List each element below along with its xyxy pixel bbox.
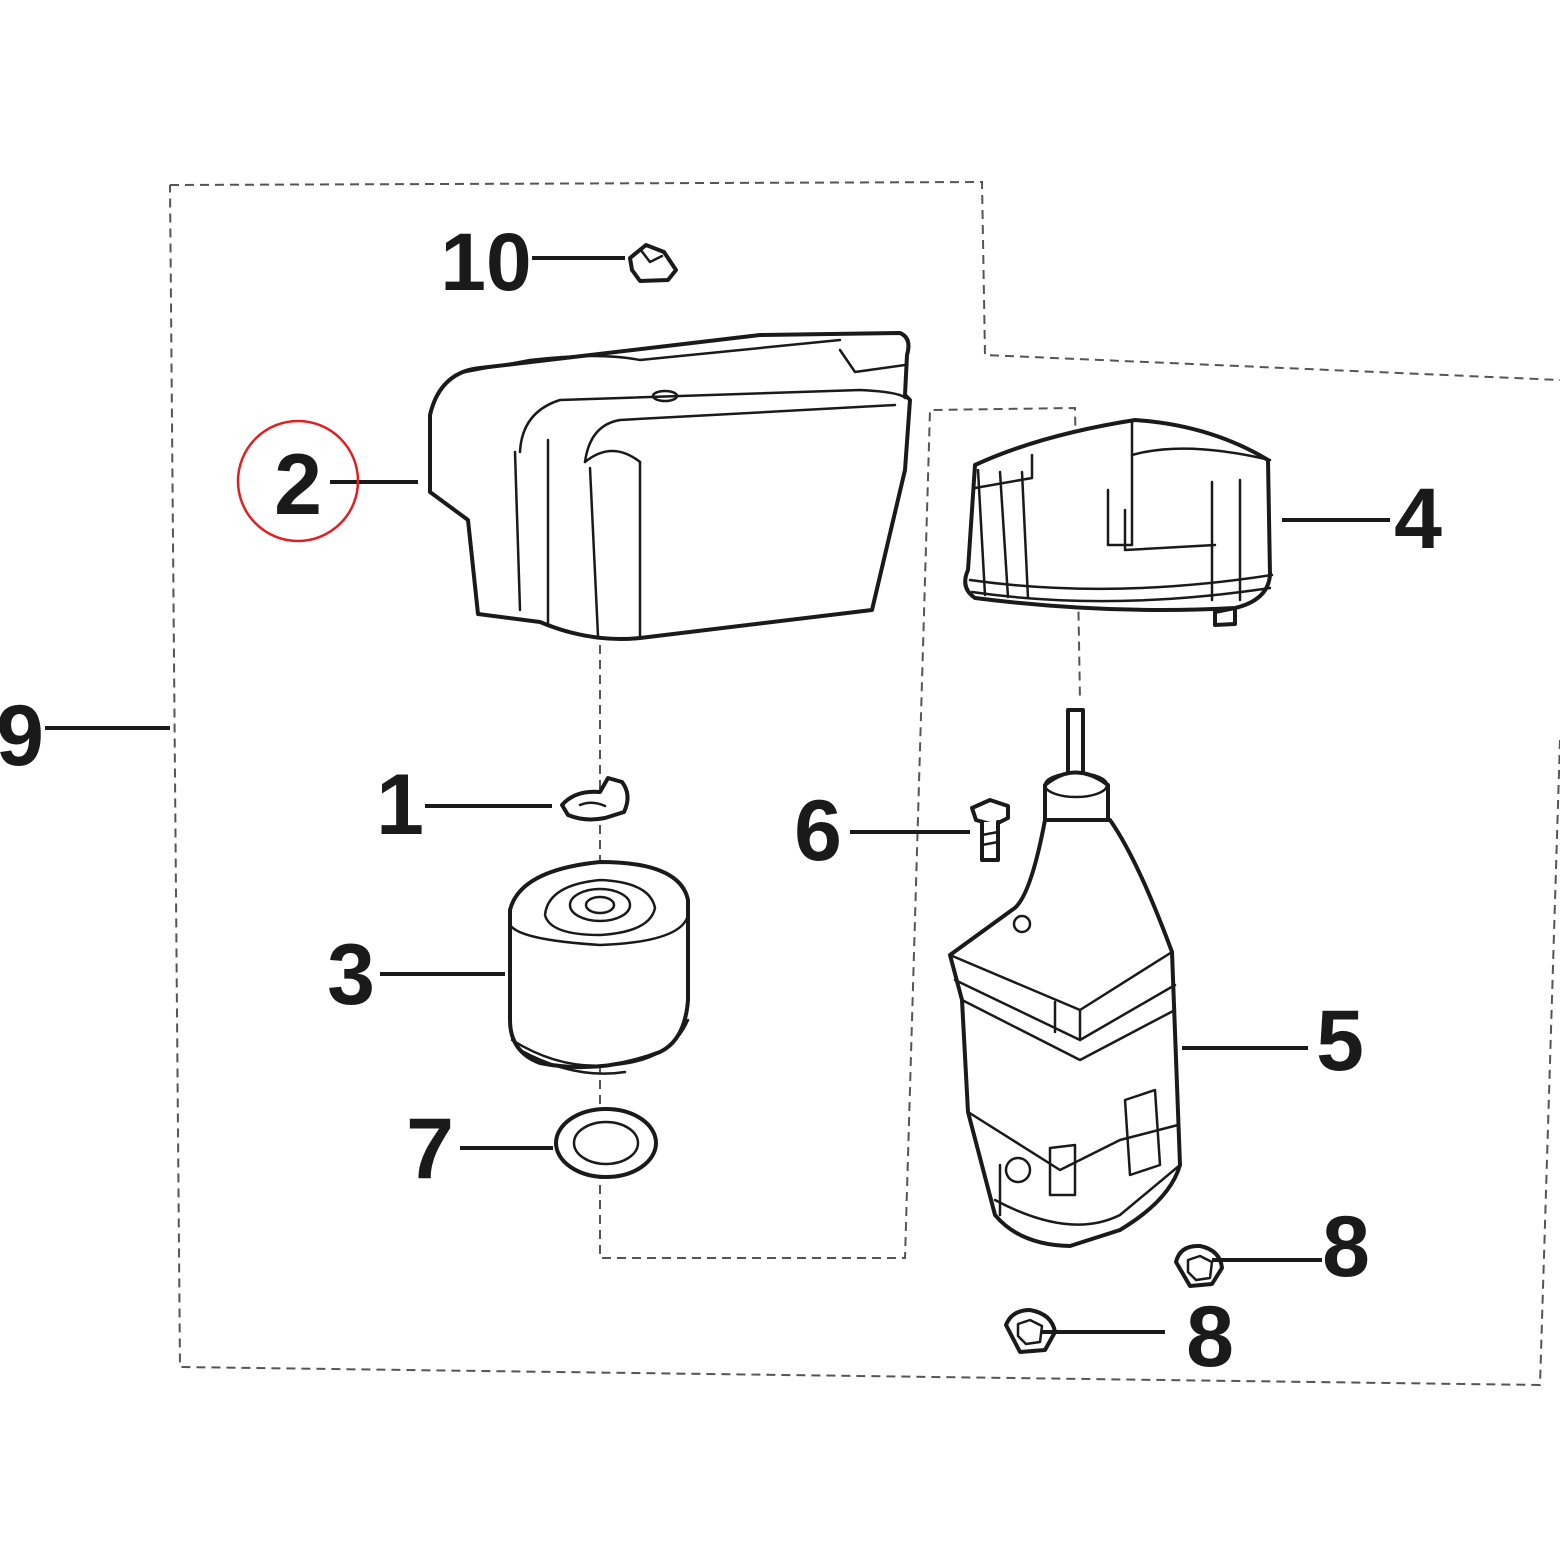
part-10-clip <box>628 243 678 283</box>
callout-10: 10 <box>440 217 531 308</box>
callout-9: 9 <box>0 688 44 784</box>
callout-6: 6 <box>794 783 842 879</box>
part-2-air-cleaner-cover <box>428 331 912 641</box>
callout-5: 5 <box>1316 993 1364 1089</box>
part-8-nut-upper <box>1174 1243 1224 1288</box>
part-7-gasket <box>554 1107 658 1179</box>
callout-4: 4 <box>1394 471 1442 567</box>
highlight-circle <box>236 419 360 543</box>
callout-2: 2 <box>274 437 322 533</box>
callout-1: 1 <box>376 757 424 853</box>
part-4-filter-holder <box>963 418 1274 627</box>
part-6-bolt <box>970 798 1010 862</box>
callout-8-lower: 8 <box>1186 1289 1234 1385</box>
part-3-filter-element <box>508 860 690 1075</box>
callout-3: 3 <box>327 927 375 1023</box>
callout-7: 7 <box>406 1101 454 1197</box>
callout-8-upper: 8 <box>1322 1199 1370 1295</box>
assembly-outline <box>169 180 1560 1387</box>
part-1-wing-nut <box>560 776 630 822</box>
part-5-air-cleaner-base <box>948 708 1182 1248</box>
